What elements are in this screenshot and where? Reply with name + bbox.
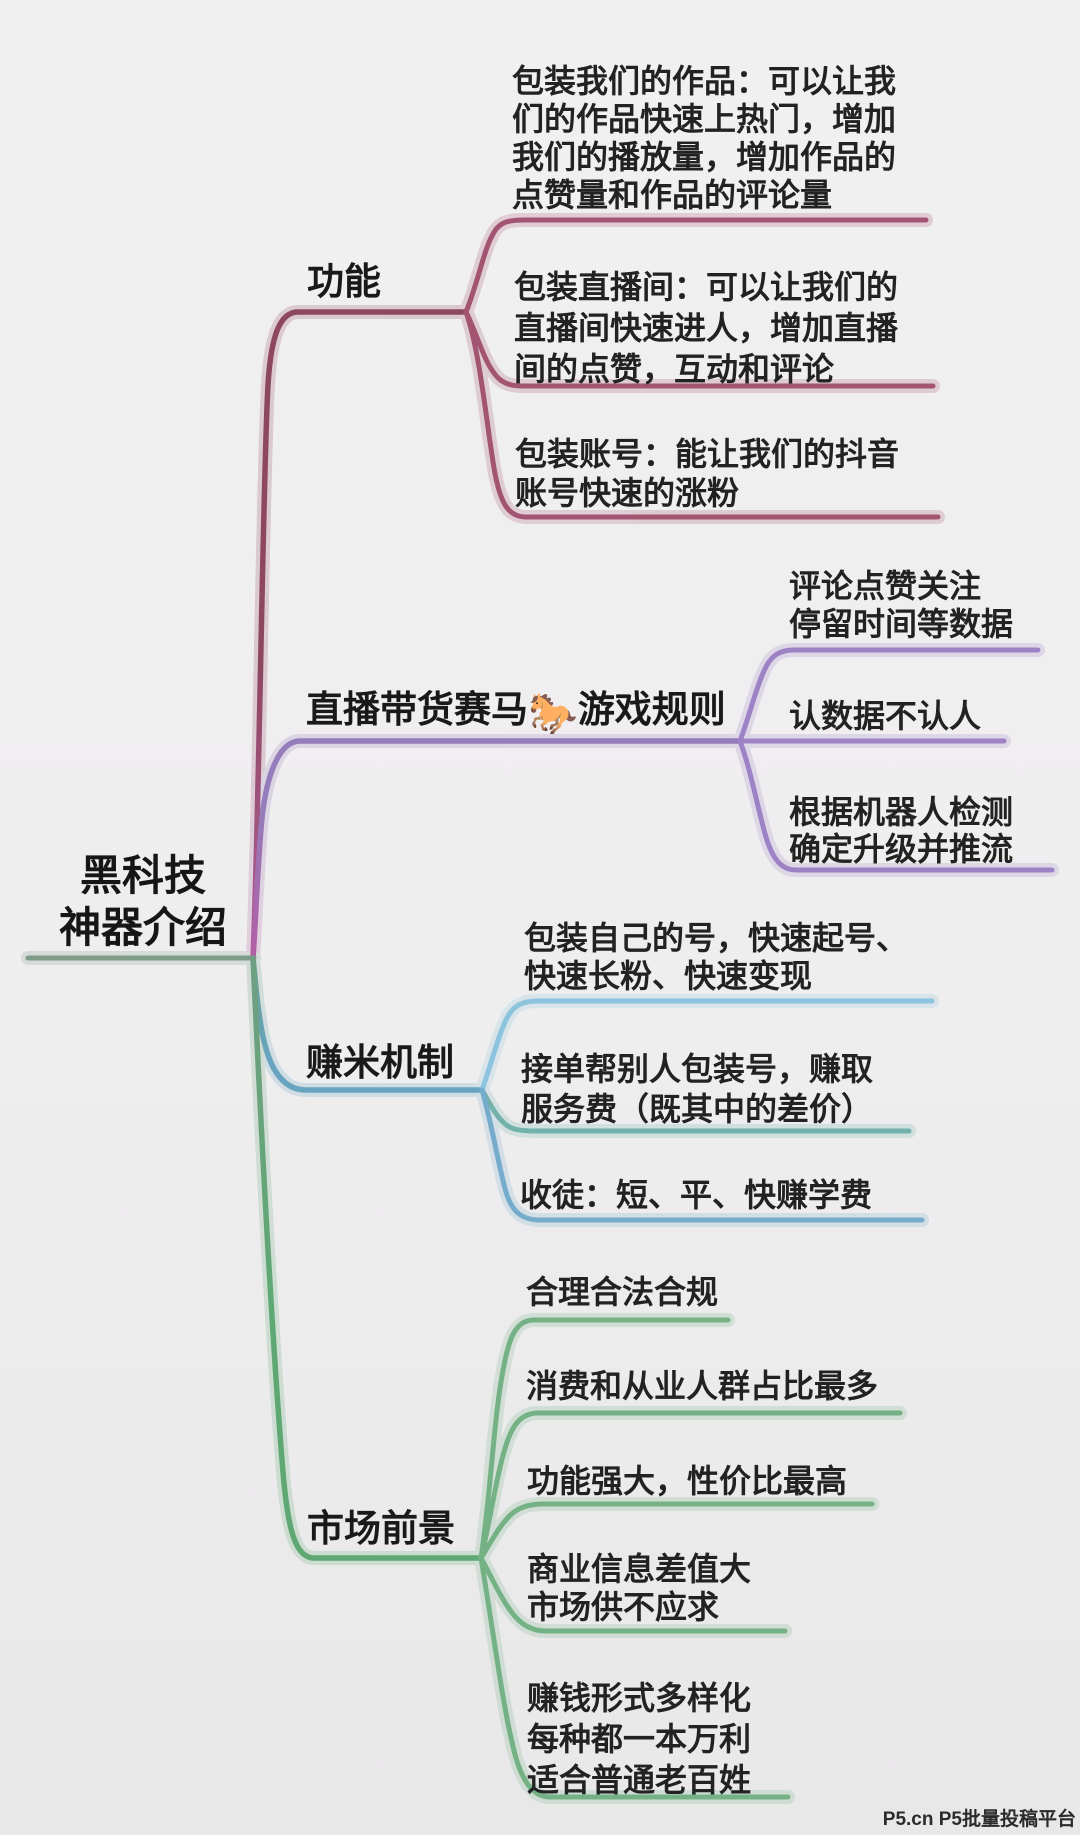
leaf-line-text: 服务费（既其中的差价） (521, 1091, 874, 1127)
horse-emoji: 🐎 (528, 692, 578, 736)
leaf-line-text: 接单帮别人包装号，赚取 (521, 1051, 874, 1087)
leaf-line-text: 账号快速的涨粉 (515, 475, 740, 511)
leaf-line-text: 确定升级并推流 (789, 831, 1014, 867)
leaf-line-text: 包装自己的号，快速起号、 (524, 920, 909, 956)
branch-topic-zhuanmi: 赚米机制 (306, 1042, 454, 1083)
leaf-line-text: 点赞量和作品的评论量 (512, 177, 833, 213)
leaf-text: 收徒：短、平、快赚学费 (520, 1176, 872, 1214)
leaf-line-text: 们的作品快速上热门，增加 (512, 101, 897, 137)
root-topic-line: 黑科技 (79, 852, 206, 899)
leaf-line-text: 合理合法合规 (526, 1274, 719, 1310)
leaf-line-text: 功能强大，性价比最高 (527, 1463, 848, 1499)
root-topic-line: 神器介绍 (58, 904, 227, 951)
root-topic: 黑科技 神器介绍 (20, 850, 266, 954)
branch-topic-shichang: 市场前景 (307, 1508, 455, 1549)
leaf-line-text: 包装账号：能让我们的抖音 (515, 436, 900, 472)
leaf-line-text: 赚钱形式多样化 (527, 1680, 752, 1716)
leaf-text: 商业信息差值大 市场供不应求 (527, 1550, 751, 1626)
watermark: P5.cn P5批量投稿平台 (882, 1809, 1076, 1830)
leaf-line-text: 评论点赞关注 (789, 568, 982, 604)
leaf-text: 接单帮别人包装号，赚取 服务费（既其中的差价） (521, 1049, 873, 1129)
leaf-line-text: 停留时间等数据 (789, 606, 1014, 642)
branch-topic-guize-text: 直播带货赛马 (306, 689, 528, 730)
leaf-line-text: 认数据不认人 (789, 698, 982, 734)
leaf-text: 功能强大，性价比最高 (527, 1462, 847, 1500)
leaf-text: 包装直播间：可以让我们的 直播间快速进人，增加直播 间的点赞，互动和评论 (514, 267, 898, 390)
leaf-line-text: 根据机器人检测 (789, 794, 1014, 830)
leaf-line-text: 收徒：短、平、快赚学费 (520, 1177, 873, 1213)
leaf-line-text: 适合普通老百姓 (527, 1762, 752, 1798)
leaf-line-text: 间的点赞，互动和评论 (514, 351, 835, 387)
leaf-line-text: 市场供不应求 (527, 1589, 720, 1625)
leaf-line-text: 包装我们的作品：可以让我 (512, 63, 897, 99)
branch-topic-gongneng: 功能 (307, 261, 381, 302)
leaf-text: 包装我们的作品：可以让我 们的作品快速上热门，增加 我们的播放量，增加作品的 点… (512, 62, 896, 214)
leaf-line (481, 1320, 728, 1558)
leaf-line-text: 消费和从业人群占比最多 (526, 1368, 879, 1404)
leaf-text: 认数据不认人 (789, 697, 981, 735)
leaf-text: 赚钱形式多样化 每种都一本万利 适合普通老百姓 (527, 1678, 751, 1801)
leaf-text: 合理合法合规 (526, 1273, 718, 1311)
leaf-text: 评论点赞关注 停留时间等数据 (789, 567, 1013, 643)
branch-topic-guize: 直播带货赛马🐎游戏规则 (306, 688, 726, 734)
leaf-line-text: 快速长粉、快速变现 (524, 958, 813, 994)
leaf-text: 包装账号：能让我们的抖音 账号快速的涨粉 (515, 435, 899, 513)
leaf-text: 包装自己的号，快速起号、 快速长粉、快速变现 (524, 919, 908, 995)
leaf-line-text: 包装直播间：可以让我们的 (514, 269, 899, 305)
leaf-line-text: 我们的播放量，增加作品的 (512, 139, 897, 175)
leaf-text: 消费和从业人群占比最多 (526, 1367, 878, 1405)
leaf-line-text: 商业信息差值大 (527, 1551, 752, 1587)
leaf-line-text: 直播间快速进人，增加直播 (514, 310, 899, 346)
leaf-text: 根据机器人检测 确定升级并推流 (789, 794, 1013, 868)
leaf-line-text: 每种都一本万利 (527, 1721, 752, 1757)
branch-topic-guize-text: 游戏规则 (577, 689, 726, 730)
branch-line-gongneng (253, 312, 466, 958)
